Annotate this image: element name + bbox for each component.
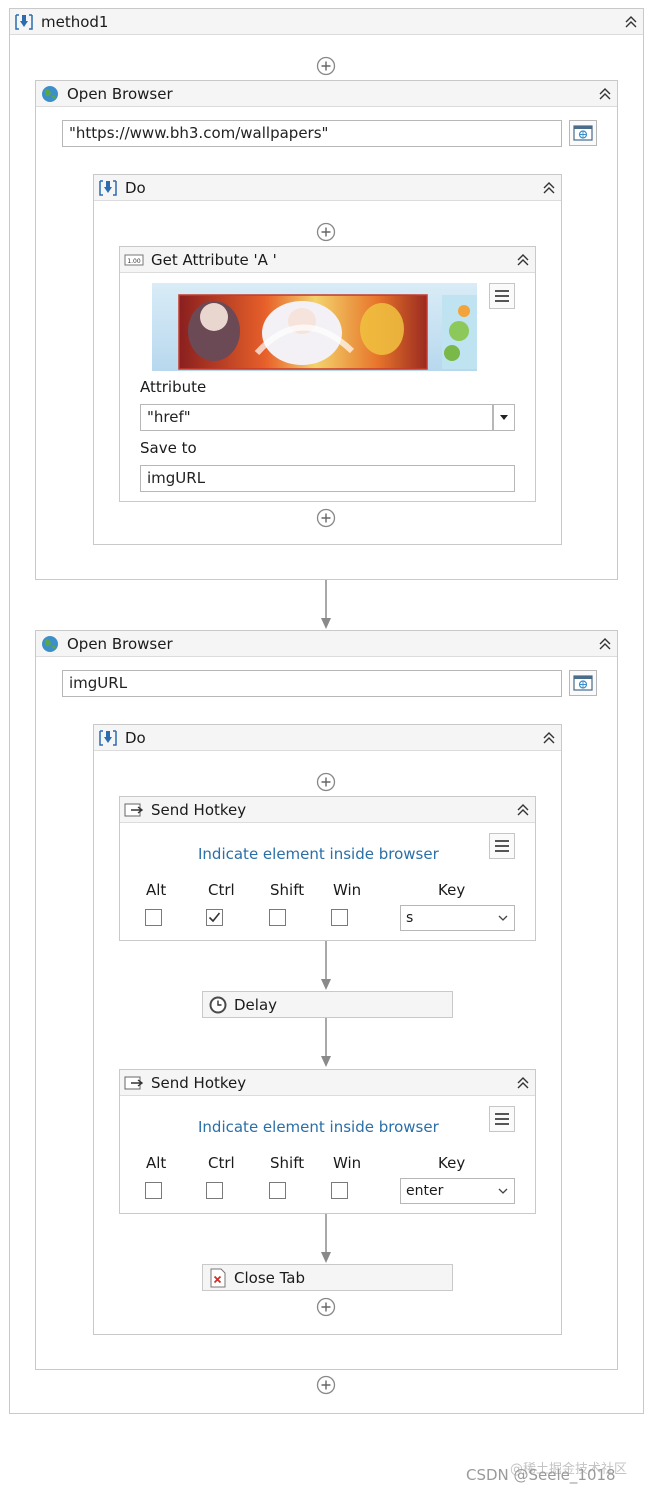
collapse-icon[interactable] [541, 729, 557, 747]
collapse-icon[interactable] [515, 1074, 531, 1092]
attribute-dropdown-button[interactable] [493, 404, 515, 431]
collapse-icon[interactable] [623, 13, 639, 31]
delay-title: Delay [234, 996, 278, 1014]
attribute-label: Attribute [140, 378, 207, 396]
shift-checkbox[interactable] [269, 1182, 286, 1199]
sequence-header[interactable]: method1 [10, 9, 643, 35]
win-checkbox[interactable] [331, 909, 348, 926]
modifier-win-label: Win [333, 1154, 362, 1172]
key-select-value: s [406, 910, 414, 926]
options-menu-button[interactable] [489, 833, 515, 859]
connector-arrow [321, 1214, 331, 1263]
send-hotkey-activity-1[interactable]: Send Hotkey [119, 796, 536, 941]
chevron-down-icon [498, 915, 508, 921]
sequence-title: method1 [41, 13, 109, 31]
sequence-icon [99, 730, 117, 746]
collapse-icon[interactable] [541, 179, 557, 197]
key-select-value: enter [406, 1183, 444, 1199]
open-browser-header[interactable]: Open Browser [36, 81, 617, 107]
close-tab-activity[interactable]: Close Tab [202, 1264, 453, 1291]
globe-icon [42, 636, 58, 652]
ctrl-checkbox[interactable] [206, 909, 223, 926]
indicate-element-link[interactable]: Indicate element inside browser [198, 1118, 439, 1136]
add-activity-icon[interactable] [316, 56, 336, 76]
select-browser-button[interactable] [569, 670, 597, 696]
key-label: Key [438, 1154, 466, 1172]
add-activity-icon[interactable] [316, 1375, 336, 1395]
modifier-alt-label: Alt [146, 1154, 167, 1172]
delay-activity[interactable]: Delay [202, 991, 453, 1018]
url-input[interactable]: imgURL [62, 670, 562, 697]
do-header[interactable]: Do [94, 725, 561, 751]
modifier-win-label: Win [333, 881, 362, 899]
alt-checkbox[interactable] [145, 1182, 162, 1199]
send-hotkey-icon [124, 803, 144, 817]
browser-window-icon [573, 675, 593, 691]
get-attribute-icon: 1.00 [124, 254, 144, 266]
key-select[interactable]: enter [400, 1178, 515, 1204]
options-menu-button[interactable] [489, 1106, 515, 1132]
modifier-ctrl-label: Ctrl [208, 1154, 235, 1172]
open-browser-header[interactable]: Open Browser [36, 631, 617, 657]
connector-arrow [321, 941, 331, 990]
send-hotkey-icon [124, 1076, 144, 1090]
sequence-icon [15, 14, 33, 30]
close-tab-title: Close Tab [234, 1269, 306, 1287]
modifier-shift-label: Shift [270, 1154, 305, 1172]
connector-arrow [321, 580, 331, 629]
shift-checkbox[interactable] [269, 909, 286, 926]
svg-text:1.00: 1.00 [127, 258, 141, 265]
key-label: Key [438, 881, 466, 899]
add-activity-icon[interactable] [316, 222, 336, 242]
open-browser-title: Open Browser [67, 635, 173, 653]
send-hotkey-title: Send Hotkey [151, 1074, 247, 1092]
connector-arrow [321, 1018, 331, 1067]
get-attribute-header[interactable]: 1.00 Get Attribute 'A ' [120, 247, 535, 273]
save-to-label: Save to [140, 439, 197, 457]
watermark: CSDN @Seele_1018 [466, 1466, 616, 1484]
save-to-input[interactable]: imgURL [140, 465, 515, 492]
get-attribute-title: Get Attribute 'A ' [151, 251, 277, 269]
do-header[interactable]: Do [94, 175, 561, 201]
do-title: Do [125, 179, 146, 197]
watermark-faint: @稀土掘金技术社区 [510, 1462, 628, 1477]
collapse-icon[interactable] [515, 251, 531, 269]
send-hotkey-header[interactable]: Send Hotkey [120, 1070, 535, 1096]
key-select[interactable]: s [400, 905, 515, 931]
checkmark-icon [208, 912, 221, 923]
browser-window-icon [573, 125, 593, 141]
open-browser-title: Open Browser [67, 85, 173, 103]
add-activity-icon[interactable] [316, 1297, 336, 1317]
send-hotkey-title: Send Hotkey [151, 801, 247, 819]
modifier-alt-label: Alt [146, 881, 167, 899]
modifier-shift-label: Shift [270, 881, 305, 899]
url-input[interactable]: "https://www.bh3.com/wallpapers" [62, 120, 562, 147]
options-menu-button[interactable] [489, 283, 515, 309]
add-activity-icon[interactable] [316, 772, 336, 792]
collapse-icon[interactable] [515, 801, 531, 819]
indicate-element-link[interactable]: Indicate element inside browser [198, 845, 439, 863]
sequence-icon [99, 180, 117, 196]
target-element-screenshot[interactable] [152, 283, 477, 371]
select-browser-button[interactable] [569, 120, 597, 146]
win-checkbox[interactable] [331, 1182, 348, 1199]
collapse-icon[interactable] [597, 635, 613, 653]
modifier-ctrl-label: Ctrl [208, 881, 235, 899]
collapse-icon[interactable] [597, 85, 613, 103]
do-title: Do [125, 729, 146, 747]
clock-icon [209, 996, 227, 1014]
alt-checkbox[interactable] [145, 909, 162, 926]
attribute-input[interactable]: "href" [140, 404, 493, 431]
chevron-down-icon [498, 1188, 508, 1194]
globe-icon [42, 86, 58, 102]
add-activity-icon[interactable] [316, 508, 336, 528]
send-hotkey-header[interactable]: Send Hotkey [120, 797, 535, 823]
close-tab-icon [210, 1268, 226, 1288]
dropdown-arrow-icon [500, 415, 508, 420]
ctrl-checkbox[interactable] [206, 1182, 223, 1199]
